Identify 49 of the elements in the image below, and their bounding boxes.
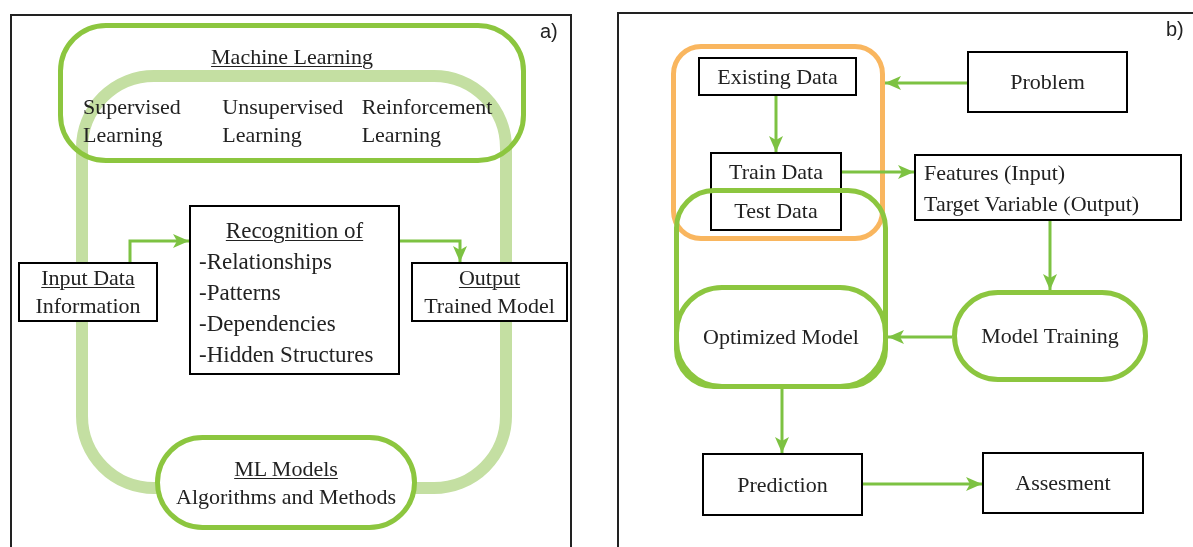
process-box xyxy=(982,452,1144,514)
box-text: Features (Input) xyxy=(924,158,1067,187)
box-text: Train Data xyxy=(729,157,823,186)
box-text: Target Variable (Output) xyxy=(924,189,1141,218)
list-item: -Hidden Structures xyxy=(199,341,375,369)
arrow xyxy=(400,239,467,262)
arrow xyxy=(769,96,783,152)
box-text: Model Training xyxy=(981,322,1119,350)
arrow xyxy=(888,330,952,344)
arrow xyxy=(128,234,189,262)
box-heading: Output xyxy=(458,264,521,292)
box-text: Reinforcement Learning xyxy=(361,93,494,149)
box-heading: Machine Learning xyxy=(211,43,373,71)
box-heading: ML Models xyxy=(234,454,338,483)
process-box xyxy=(411,262,568,322)
process-box xyxy=(189,205,400,375)
box-text: Information xyxy=(35,292,141,320)
process-box xyxy=(702,453,863,516)
box-text: Problem xyxy=(1010,68,1085,96)
arrow xyxy=(842,165,914,179)
rounded-box xyxy=(674,285,888,389)
box-text: Assesment xyxy=(1015,469,1111,497)
process-box xyxy=(698,57,857,96)
box-text: Algorithms and Methods xyxy=(176,482,396,511)
list-item: -Dependencies xyxy=(199,310,337,338)
rounded-box xyxy=(58,23,526,163)
process-box xyxy=(18,262,158,322)
box-text: Unsupervised Learning xyxy=(222,93,345,149)
box-text: Existing Data xyxy=(717,62,838,91)
panel-label: a) xyxy=(540,19,558,44)
arrow xyxy=(863,477,982,491)
group-outline xyxy=(674,188,888,389)
box-text: Prediction xyxy=(737,470,828,499)
arrow xyxy=(1043,221,1057,290)
process-box xyxy=(967,51,1128,113)
box-text: Optimized Model xyxy=(703,323,859,351)
list-item: -Relationships xyxy=(199,248,333,276)
box-heading: Input Data xyxy=(41,264,135,292)
list-item: -Patterns xyxy=(199,279,282,307)
panel-label: b) xyxy=(1166,17,1184,42)
process-box xyxy=(710,152,842,191)
box-text: Trained Model xyxy=(424,292,555,320)
box-heading: Recognition of xyxy=(225,218,364,243)
process-box xyxy=(710,191,842,231)
arrow xyxy=(885,76,967,90)
box-text: Supervised Learning xyxy=(83,93,182,149)
arrow xyxy=(775,389,789,453)
process-box xyxy=(914,154,1182,221)
box-text: Test Data xyxy=(734,197,818,225)
